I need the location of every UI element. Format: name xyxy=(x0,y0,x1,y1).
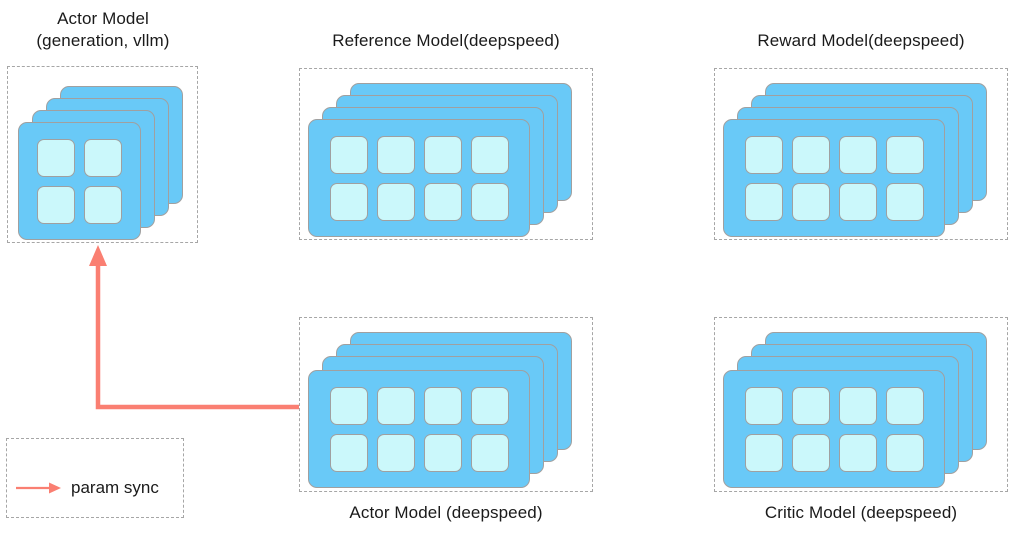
card-cell xyxy=(838,433,877,472)
card-cell xyxy=(423,135,462,174)
card-cell xyxy=(376,135,415,174)
card-front-reference xyxy=(308,119,530,237)
card-stack-actor-deepspeed xyxy=(300,318,594,493)
card-cell xyxy=(376,433,415,472)
card-cell xyxy=(791,135,830,174)
card-cell xyxy=(838,386,877,425)
card-cell xyxy=(376,386,415,425)
card-cell xyxy=(885,182,924,221)
legend-label-param-sync: param sync xyxy=(71,478,159,497)
card-cell xyxy=(329,135,368,174)
card-cell xyxy=(744,135,783,174)
card-cell xyxy=(84,138,122,177)
group-box-reward xyxy=(714,68,1008,240)
card-front-critic xyxy=(723,370,945,488)
card-cell xyxy=(470,386,509,425)
group-label-critic: Critic Model (deepspeed) xyxy=(764,503,958,522)
card-front-actor-vllm xyxy=(18,122,141,240)
card-cell xyxy=(885,135,924,174)
card-front-reward xyxy=(723,119,945,237)
param-sync-arrow xyxy=(89,245,299,410)
group-label-reward: Reward Model(deepspeed) xyxy=(757,31,965,50)
card-stack-critic xyxy=(715,318,1009,493)
card-cell xyxy=(470,135,509,174)
card-stack-reference xyxy=(300,69,594,241)
card-stack-actor-vllm xyxy=(8,67,199,244)
card-cell xyxy=(791,182,830,221)
card-cell xyxy=(423,182,462,221)
card-cell xyxy=(744,182,783,221)
card-cell xyxy=(885,386,924,425)
group-box-actor-vllm xyxy=(7,66,198,243)
group-label-actor-vllm: Actor Model (generation, vllm) xyxy=(36,9,170,50)
group-box-actor-deepspeed xyxy=(299,317,593,492)
group-label-actor-deepspeed: Actor Model (deepspeed) xyxy=(349,503,543,522)
card-cell xyxy=(329,433,368,472)
card-cell xyxy=(838,135,877,174)
card-cell xyxy=(744,386,783,425)
card-cell xyxy=(329,182,368,221)
card-cell xyxy=(37,185,75,224)
card-cell xyxy=(470,433,509,472)
legend-box xyxy=(6,438,184,518)
card-cell xyxy=(37,138,75,177)
legend-item-param-sync: param sync xyxy=(16,478,159,498)
card-cell xyxy=(423,433,462,472)
card-cell xyxy=(791,386,830,425)
group-box-reference xyxy=(299,68,593,240)
card-cell xyxy=(885,433,924,472)
card-cell xyxy=(791,433,830,472)
arrow-right-icon xyxy=(16,482,61,494)
group-box-critic xyxy=(714,317,1008,492)
card-cell xyxy=(329,386,368,425)
card-cell xyxy=(84,185,122,224)
card-cell xyxy=(470,182,509,221)
card-stack-reward xyxy=(715,69,1009,241)
group-label-reference: Reference Model(deepspeed) xyxy=(332,31,560,50)
card-cell xyxy=(744,433,783,472)
card-front-actor-deepspeed xyxy=(308,370,530,488)
card-cell xyxy=(376,182,415,221)
card-cell xyxy=(423,386,462,425)
card-cell xyxy=(838,182,877,221)
